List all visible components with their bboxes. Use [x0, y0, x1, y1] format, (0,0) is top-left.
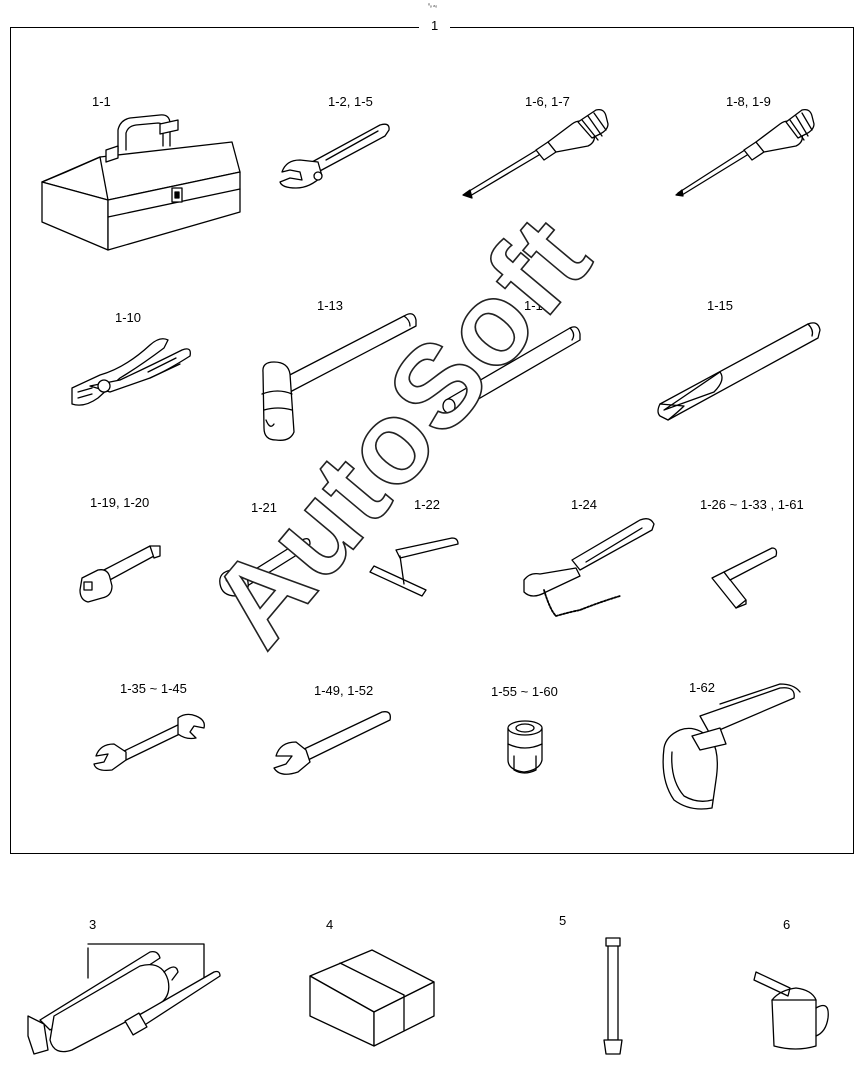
- screwdriver-icon: [675, 108, 815, 197]
- label-1-35: 1-35 ~ 1-45: [120, 681, 187, 696]
- label-5: 5: [559, 913, 567, 928]
- label-1-21: 1-21: [251, 500, 278, 515]
- t-handle-icon: [369, 537, 459, 597]
- label-1-6: 1-6, 1-7: [525, 94, 570, 109]
- label-1-14: 1-14: [524, 298, 551, 313]
- oil-can-icon: [753, 971, 829, 1050]
- label-1-26: 1-26 ~ 1-33 , 1-61: [700, 497, 804, 512]
- open-end-wrench-icon: [273, 711, 391, 775]
- label-1-1: 1-1: [92, 94, 111, 109]
- label-3: 3: [89, 917, 97, 932]
- socket-extension-icon: [79, 545, 161, 603]
- label-1-22: 1-22: [414, 497, 441, 512]
- label-1-2: 1-2, 1-5: [328, 94, 373, 109]
- header-mark: ⁰ₒ ₙₒ: [428, 3, 438, 9]
- hammer-icon: [261, 313, 417, 441]
- grease-gun-icon: [27, 943, 221, 1055]
- hex-key-icon: [711, 547, 778, 609]
- frame-number: 1: [419, 19, 451, 33]
- label-1-24: 1-24: [571, 497, 598, 512]
- label-6: 6: [783, 917, 791, 932]
- rod-icon: [603, 937, 623, 1055]
- band-filter-wrench-icon: [662, 683, 801, 810]
- ratchet-icon: [219, 538, 311, 597]
- pliers-icon: [71, 338, 191, 406]
- label-1-19: 1-19, 1-20: [90, 495, 150, 510]
- bar-icon: [442, 326, 581, 414]
- label-1-49: 1-49, 1-52: [314, 683, 374, 698]
- socket-icon: [507, 720, 543, 774]
- label-1-8: 1-8, 1-9: [726, 94, 771, 109]
- label-1-13: 1-13: [317, 298, 344, 313]
- label-1-55: 1-55 ~ 1-60: [491, 684, 558, 699]
- adjustable-wrench-icon: [279, 123, 390, 189]
- screwdriver-icon: [462, 108, 609, 199]
- open-end-wrench-icon: [93, 713, 205, 772]
- box-icon: [309, 949, 435, 1047]
- label-4: 4: [326, 917, 334, 932]
- toolbox-icon: [41, 114, 241, 251]
- filter-wrench-icon: [523, 518, 655, 617]
- label-1-15: 1-15: [707, 298, 734, 313]
- bar-icon: [657, 322, 821, 421]
- label-1-62: 1-62: [689, 680, 716, 695]
- label-1-10: 1-10: [115, 310, 142, 325]
